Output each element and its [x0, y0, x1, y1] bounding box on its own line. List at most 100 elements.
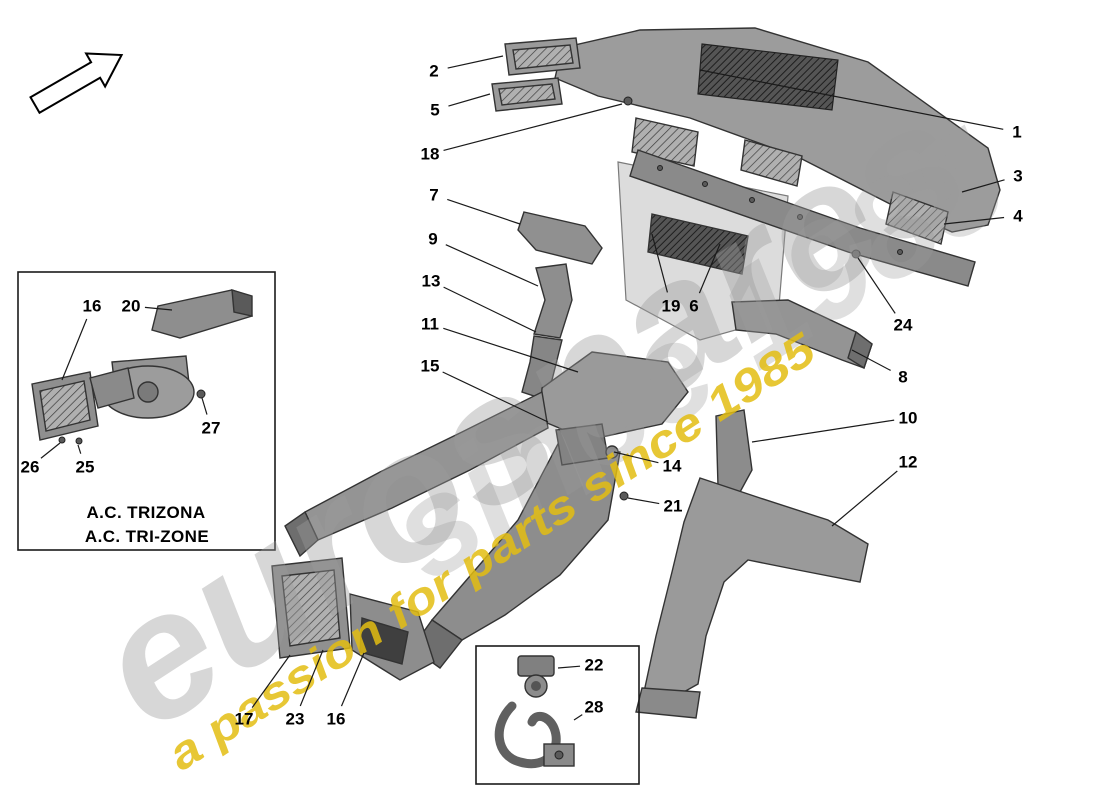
leader-line-6	[698, 243, 721, 294]
duct-part-8-mouth	[847, 330, 873, 370]
callout-14: 14	[662, 456, 682, 476]
callout-27: 27	[201, 418, 221, 438]
callout-16: 16	[326, 709, 346, 729]
leader-line-23	[299, 649, 324, 707]
leader-line-2	[447, 55, 504, 69]
vent-part-2-grille	[512, 44, 574, 70]
center-air-grille	[697, 43, 839, 111]
detail-box	[475, 645, 640, 785]
callout-12: 12	[898, 452, 918, 472]
callout-21: 21	[663, 496, 683, 516]
callout-19: 19	[661, 296, 681, 316]
rear-vent-grille	[281, 569, 341, 647]
leader-line-11	[443, 327, 579, 373]
leader-line-16	[340, 652, 365, 707]
leader-line-21	[627, 497, 660, 505]
leader-line-28	[573, 714, 583, 721]
center-duct-left-mouth	[284, 510, 319, 558]
leader-line-27	[201, 397, 208, 415]
leader-line-14	[613, 451, 659, 464]
screw-part-27	[196, 389, 206, 399]
center-duct-lower-branch	[430, 439, 621, 641]
leader-line-26	[40, 442, 61, 459]
sensor-part-22-top	[517, 655, 555, 677]
frame-grille	[647, 213, 749, 275]
leader-line-3	[961, 179, 1005, 193]
screw-part-18	[623, 96, 633, 106]
leader-line-12	[831, 470, 898, 527]
inset-box	[17, 271, 276, 551]
leader-line-5	[448, 93, 491, 107]
leader-line-8	[851, 349, 891, 371]
defroster-grille-right	[740, 139, 803, 187]
duct-part-9	[533, 263, 573, 339]
inset-duct-part-20-mouth	[231, 289, 253, 317]
inset-variant-label-line2: A.C. TRI-ZONE	[84, 527, 210, 546]
sensor-part-22-port	[531, 681, 541, 691]
leader-line-19	[651, 233, 669, 293]
screw-part-24	[851, 249, 861, 259]
leader-line-20	[144, 306, 173, 311]
bar-screw	[702, 181, 708, 187]
leader-line-24	[857, 257, 896, 314]
leader-line-7	[447, 198, 521, 225]
leader-line-17	[251, 654, 291, 708]
inset-variant-label-line1: A.C. TRIZONA	[86, 503, 206, 522]
callout-26: 26	[20, 457, 40, 477]
inset-vent-connector	[89, 367, 135, 409]
callout-13: 13	[421, 271, 441, 291]
connector-part-14	[555, 423, 609, 466]
leader-line-16	[61, 318, 88, 381]
leader-line-22	[557, 665, 581, 669]
leader-lines-layer	[40, 55, 1005, 721]
callout-16: 16	[82, 296, 102, 316]
duct-part-10	[715, 409, 753, 493]
callout-4: 4	[1013, 206, 1023, 226]
callout-11: 11	[421, 314, 439, 334]
leader-line-18	[443, 103, 623, 152]
side-vent-right-part-4	[885, 191, 949, 245]
callout-9: 9	[428, 229, 438, 249]
callout-18: 18	[420, 144, 440, 164]
screw-part-21	[619, 491, 629, 501]
duct-part-7	[517, 211, 603, 265]
callout-28: 28	[584, 697, 604, 717]
inset-blower-hub	[137, 381, 159, 403]
leader-line-1	[699, 69, 1004, 130]
callout-25: 25	[75, 457, 95, 477]
bar-screw	[749, 197, 755, 203]
bar-screw	[797, 214, 803, 220]
callout-24: 24	[893, 315, 913, 335]
leader-line-9	[445, 244, 539, 287]
callout-20: 20	[121, 296, 141, 316]
callout-8: 8	[898, 367, 908, 387]
dashboard-duct-assembly	[554, 27, 1001, 233]
callout-2: 2	[429, 61, 439, 81]
leader-line-10	[751, 419, 895, 443]
duct-part-12-foot	[635, 687, 701, 719]
connector-knob	[605, 445, 619, 459]
callout-7: 7	[429, 185, 439, 205]
inset-vent-part-16-grille	[39, 380, 91, 432]
callout-10: 10	[898, 408, 918, 428]
duct-part-12	[643, 477, 869, 703]
callout-6: 6	[689, 296, 699, 316]
callout-5: 5	[430, 100, 440, 120]
screw-part-26	[58, 436, 66, 444]
vent-part-5-grille	[498, 83, 556, 106]
rear-duct-opening	[359, 617, 409, 665]
callout-22: 22	[584, 655, 604, 675]
callout-23: 23	[285, 709, 305, 729]
screw-part-25	[75, 437, 83, 445]
leader-line-25	[77, 444, 82, 454]
callout-3: 3	[1013, 166, 1023, 186]
leader-line-13	[443, 286, 537, 333]
bar-screw	[897, 249, 903, 255]
callout-15: 15	[420, 356, 440, 376]
bracket-screw	[554, 750, 564, 760]
bar-screw	[657, 165, 663, 171]
leader-line-4	[943, 216, 1005, 225]
direction-arrow-icon	[29, 52, 124, 115]
